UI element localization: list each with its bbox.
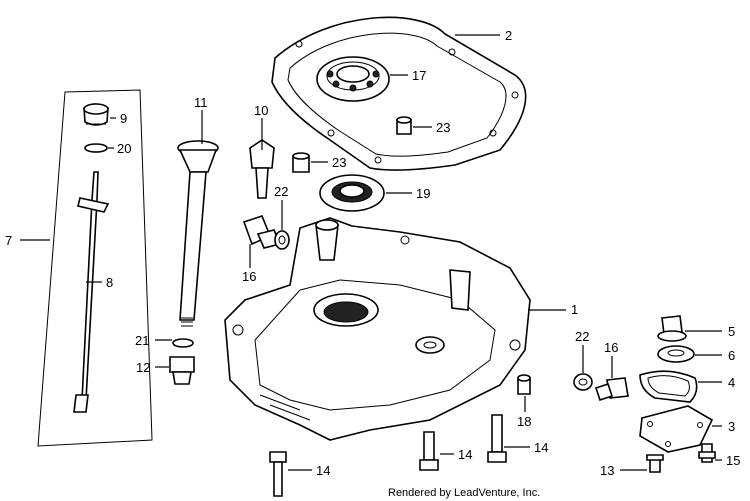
callout-17: 17: [412, 68, 426, 83]
oil-drain-plug-left[interactable]: [169, 356, 195, 385]
oil-drain-bolt-right[interactable]: [594, 377, 629, 402]
oil-filler-cap[interactable]: [83, 103, 109, 126]
dipstick-assembly-frame: [37, 89, 153, 447]
flange-bolt-left[interactable]: [269, 451, 287, 497]
cover-plate[interactable]: [639, 405, 714, 453]
callout-4: 4: [728, 375, 735, 390]
callout-19: 19: [416, 186, 430, 201]
callout-10: 10: [254, 103, 268, 118]
crankcase-cover[interactable]: [224, 217, 531, 441]
callout-14-left: 14: [316, 463, 330, 478]
callout-9: 9: [120, 111, 127, 126]
callout-labels: 1 2 3 4 5 6 7 8 9 10 11 12 13 14 14 14 1…: [5, 28, 740, 478]
callout-12: 12: [136, 360, 150, 375]
oil-drain-bolt-left[interactable]: [242, 215, 282, 249]
governor-shaft-cap[interactable]: [657, 315, 687, 342]
callout-14-right: 14: [534, 440, 548, 455]
callout-16-right: 16: [604, 340, 618, 355]
oil-filler-tube[interactable]: [177, 140, 219, 327]
flange-bolt-right[interactable]: [487, 414, 507, 463]
oil-cap-o-ring[interactable]: [84, 143, 108, 153]
callout-18: 18: [517, 414, 531, 429]
callout-7: 7: [5, 233, 12, 248]
flange-bolt-center[interactable]: [419, 431, 439, 471]
callout-1: 1: [571, 302, 578, 317]
crankshaft-bearing[interactable]: [316, 56, 390, 102]
callout-2: 2: [505, 28, 512, 43]
crankshaft-oil-seal[interactable]: [319, 174, 385, 212]
cover-plate-bolt-15[interactable]: [698, 443, 716, 463]
governor-gear[interactable]: [657, 345, 695, 363]
render-credit: Rendered by LeadVenture, Inc.: [388, 487, 540, 499]
callout-22-left: 22: [274, 184, 288, 199]
callout-22-right: 22: [575, 329, 589, 344]
dowel-pin-lower[interactable]: [292, 152, 310, 173]
callout-3: 3: [728, 419, 735, 434]
callout-6: 6: [728, 348, 735, 363]
cover-plate-gasket[interactable]: [639, 370, 698, 403]
callout-15: 15: [726, 453, 740, 468]
callout-23-lower: 23: [332, 155, 346, 170]
sealing-washer-left[interactable]: [274, 230, 290, 250]
callout-5: 5: [728, 324, 735, 339]
callout-23-upper: 23: [436, 120, 450, 135]
callout-11: 11: [194, 95, 208, 110]
breather-valve[interactable]: [249, 139, 275, 199]
callout-20: 20: [117, 141, 131, 156]
leader-lines: [20, 34, 722, 471]
oil-dipstick[interactable]: [73, 171, 110, 413]
callout-14-center: 14: [458, 447, 472, 462]
filler-tube-o-ring[interactable]: [172, 338, 194, 348]
sealing-washer-right[interactable]: [573, 373, 593, 391]
callout-21: 21: [135, 333, 149, 348]
cover-plate-bolt-13[interactable]: [646, 454, 664, 473]
dowel-pin-cover[interactable]: [517, 374, 531, 395]
callout-13: 13: [600, 463, 614, 478]
dowel-pin-upper[interactable]: [396, 116, 412, 135]
crankcase-gasket[interactable]: [271, 16, 527, 171]
callout-16-left: 16: [242, 269, 256, 284]
callout-8: 8: [106, 275, 113, 290]
